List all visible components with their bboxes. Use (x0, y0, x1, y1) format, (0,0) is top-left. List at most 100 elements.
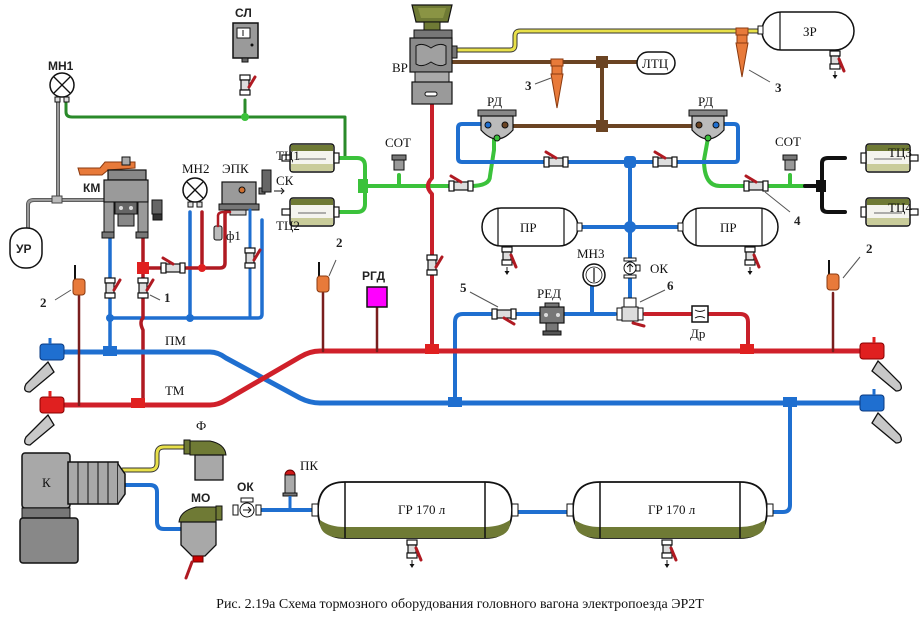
epk-cutoff-valve[interactable] (159, 256, 187, 275)
reservoir-pipe (450, 28, 765, 53)
reducer-cutoff-valve-5[interactable] (490, 307, 518, 326)
label-red: РЕД (537, 286, 561, 301)
check-valve-ok-bottom (232, 497, 262, 518)
emergency-valve-2-left[interactable] (72, 265, 86, 296)
equalizing-reservoir-ur (9, 227, 43, 269)
callout-6: 6 (667, 278, 674, 293)
emergency-valve-2-mid[interactable] (316, 262, 330, 293)
label-km: КМ (83, 181, 100, 195)
label-mn1: МН1 (48, 59, 74, 73)
supply-reservoir-pr-left (481, 207, 583, 277)
callout-3-right: 3 (775, 80, 782, 95)
release-valve-3-left[interactable] (550, 58, 564, 109)
label-sot-left: СОТ (385, 135, 411, 150)
pressure-regulator-rd-left (477, 109, 517, 142)
callout-2-right: 2 (866, 241, 873, 256)
pressure-regulator-rd-right (688, 109, 728, 142)
end-cock-tm-right[interactable] (859, 337, 902, 392)
safety-valve-pk (282, 469, 298, 510)
brake-cylinder-pipe-left (335, 134, 496, 214)
label-ok-top: ОК (650, 261, 668, 276)
vr-cutoff-valve[interactable] (425, 253, 444, 277)
pressure-gauge-mn3 (582, 263, 606, 287)
supply-reservoir-pr-right (677, 207, 779, 277)
epk-supply-valve[interactable] (243, 246, 262, 270)
brake-cylinder-pipe-top (64, 98, 347, 160)
label-gr-1: ГР 170 л (398, 502, 446, 517)
figure-caption: Рис. 2.19а Схема тормозного оборудования… (216, 597, 704, 612)
rd-right-cutoff-valve[interactable] (651, 150, 679, 169)
intake-filter-f (183, 439, 227, 481)
km-supply-valve[interactable] (103, 276, 122, 300)
label-rd-right: РД (698, 94, 713, 109)
three-way-valve-6[interactable] (616, 297, 646, 328)
rd-left-cutoff-valve[interactable] (542, 150, 570, 169)
autostop-valve-epk (218, 169, 272, 216)
label-zr: ЗР (803, 24, 817, 39)
label-pm: ПМ (165, 333, 186, 348)
supply-main-pm (62, 349, 865, 406)
label-ltc: ЛТЦ (642, 56, 669, 71)
label-tm: ТМ (165, 383, 185, 398)
reservoir-supply-pipe (121, 401, 792, 531)
callout-2-mid: 2 (336, 235, 343, 250)
label-pr-right: ПР (720, 220, 737, 235)
compressor-k (19, 452, 126, 564)
end-cock-tm-left[interactable] (24, 391, 65, 446)
drivers-brake-valve-km[interactable] (77, 156, 163, 239)
label-dr: Др (690, 326, 705, 341)
supply-pipe-reducer (453, 280, 617, 405)
label-sk: СК (276, 173, 294, 188)
label-ok-bottom: ОК (237, 480, 254, 494)
tc34-pipe (803, 156, 847, 214)
callout-5: 5 (460, 280, 467, 295)
choke-dr (691, 305, 709, 323)
label-tc3: ТЦ3 (888, 145, 912, 160)
callout-2-left: 2 (40, 295, 47, 310)
brake-main-tm (62, 348, 865, 408)
sot-right (782, 154, 798, 171)
label-vr: ВР (392, 60, 408, 75)
oil-separator-mo (178, 505, 223, 580)
label-k: К (42, 475, 51, 490)
label-mn2: МН2 (182, 161, 209, 176)
vr-brake-pipe (426, 96, 434, 353)
label-pr-left: ПР (520, 220, 537, 235)
main-reservoir-gr-1 (311, 481, 519, 570)
tc12-cutoff-valve[interactable] (447, 174, 475, 193)
speed-recorder-sl (232, 22, 259, 97)
main-reservoir-gr-2 (566, 481, 774, 570)
pressure-gauge-mn1 (49, 72, 75, 103)
label-rgd: РГД (362, 269, 386, 283)
spare-reservoir-zr (757, 11, 855, 81)
label-tc4: ТЦ4 (888, 200, 912, 215)
label-f: Ф (196, 418, 206, 433)
filter-f1 (213, 225, 223, 241)
callout-1: 1 (164, 290, 171, 305)
label-epk: ЭПК (222, 161, 249, 176)
emergency-valve-2-right[interactable] (826, 260, 840, 291)
label-ur: УР (16, 242, 31, 256)
label-mo: МО (191, 491, 210, 505)
pressure-reducer-red (539, 302, 565, 336)
label-rd-left: РД (487, 94, 502, 109)
end-cock-pm-right[interactable] (859, 389, 902, 444)
label-tc1: ТЦ1 (276, 148, 300, 163)
check-valve-ok-top (623, 257, 641, 279)
pressure-gauge-mn2 (182, 177, 208, 208)
label-sl: СЛ (235, 6, 252, 20)
callout-3-left: 3 (525, 78, 532, 93)
tc34-cutoff-valve[interactable] (742, 174, 770, 193)
rgd-pipe (77, 288, 835, 407)
callout-4: 4 (794, 213, 801, 228)
end-cock-pm-left[interactable] (24, 338, 65, 393)
release-valve-3-right[interactable] (735, 27, 749, 78)
label-tc2: ТЦ2 (276, 218, 300, 233)
km-brake-pipe (139, 208, 232, 407)
label-sot-right: СОТ (775, 134, 801, 149)
label-f1: ф1 (226, 228, 241, 243)
label-pk: ПК (300, 458, 318, 473)
brake-pipe-dr (643, 312, 750, 352)
air-distributor-vr (409, 4, 458, 105)
